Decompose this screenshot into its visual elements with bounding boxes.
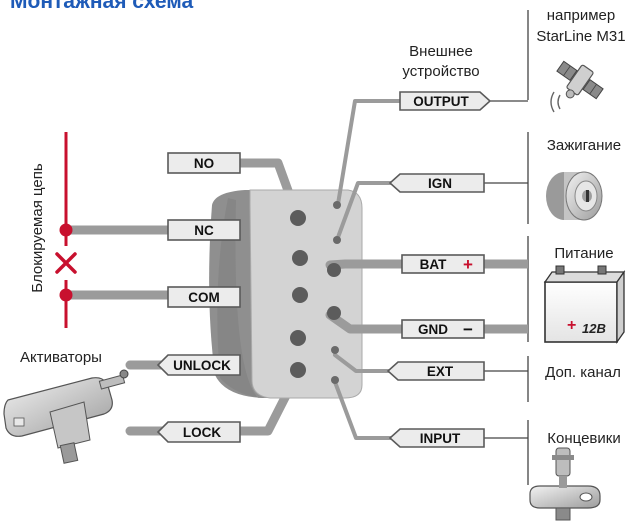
pin-label-com: COM <box>167 286 241 308</box>
blocked-circuit <box>55 132 77 328</box>
external-device-label-line2: устройство <box>402 63 479 80</box>
limit-switches-label: Концевики <box>547 430 620 447</box>
satellite-icon <box>556 60 604 100</box>
pin-label-nc-text: NC <box>194 223 214 238</box>
signal-waves-icon <box>550 91 561 113</box>
pin-label-ext: EXT <box>386 361 485 381</box>
input-wire <box>333 380 392 440</box>
gnd-wire <box>325 310 407 334</box>
battery-plus-sign: + <box>567 317 576 334</box>
battery-icon: + 12В <box>543 265 626 345</box>
ext-wire <box>333 353 390 373</box>
pin-label-nc: NC <box>167 219 241 241</box>
bat-plus-sign: + <box>463 255 473 274</box>
relay-terminals <box>290 201 341 384</box>
battery-voltage: 12В <box>582 321 606 336</box>
example-label-line2: StarLine M31 <box>536 28 625 45</box>
power-label: Питание <box>554 245 613 262</box>
pin-label-output-text: OUTPUT <box>413 94 469 109</box>
blocked-circuit-label: Блокируемая цепь <box>29 163 46 293</box>
pin-label-gnd-text: GND <box>418 322 448 337</box>
extra-channel-label: Доп. канал <box>545 364 621 381</box>
blocked-circuit-node-top <box>59 223 73 237</box>
diagram-title: Монтажная схема <box>10 0 194 13</box>
break-cross-icon <box>55 252 77 274</box>
blocked-circuit-node-bottom <box>59 288 73 302</box>
pin-label-lock: LOCK <box>156 421 241 443</box>
example-label-line1: например <box>547 7 615 24</box>
bat-wire <box>325 259 407 270</box>
pin-label-unlock-text: UNLOCK <box>173 358 231 373</box>
pin-label-input: INPUT <box>388 428 485 448</box>
pin-label-output: OUTPUT <box>399 91 492 111</box>
ign-wire <box>335 181 392 242</box>
pin-label-no: NO <box>167 152 241 174</box>
pin-label-no-text: NO <box>194 156 214 171</box>
pin-label-ign: IGN <box>388 173 485 193</box>
external-device-label-line1: Внешнее <box>409 43 473 60</box>
activators-label: Активаторы <box>20 349 102 366</box>
ignition-lock-icon <box>546 171 603 221</box>
pin-label-ext-text: EXT <box>427 364 454 379</box>
ignition-label: Зажигание <box>547 137 621 154</box>
pin-label-com-text: COM <box>188 290 220 305</box>
pin-label-input-text: INPUT <box>420 431 461 446</box>
pin-label-gnd: GND − <box>401 319 485 339</box>
limit-switch-icon <box>529 447 601 521</box>
pin-label-lock-text: LOCK <box>183 425 221 440</box>
pin-label-bat: BAT + <box>401 254 485 274</box>
pin-label-ign-text: IGN <box>428 176 452 191</box>
gnd-minus-sign: − <box>463 320 473 339</box>
door-actuator-icon <box>3 369 129 464</box>
output-wire <box>336 99 402 206</box>
pin-label-bat-text: BAT <box>420 257 447 272</box>
pin-label-unlock: UNLOCK <box>156 354 241 376</box>
